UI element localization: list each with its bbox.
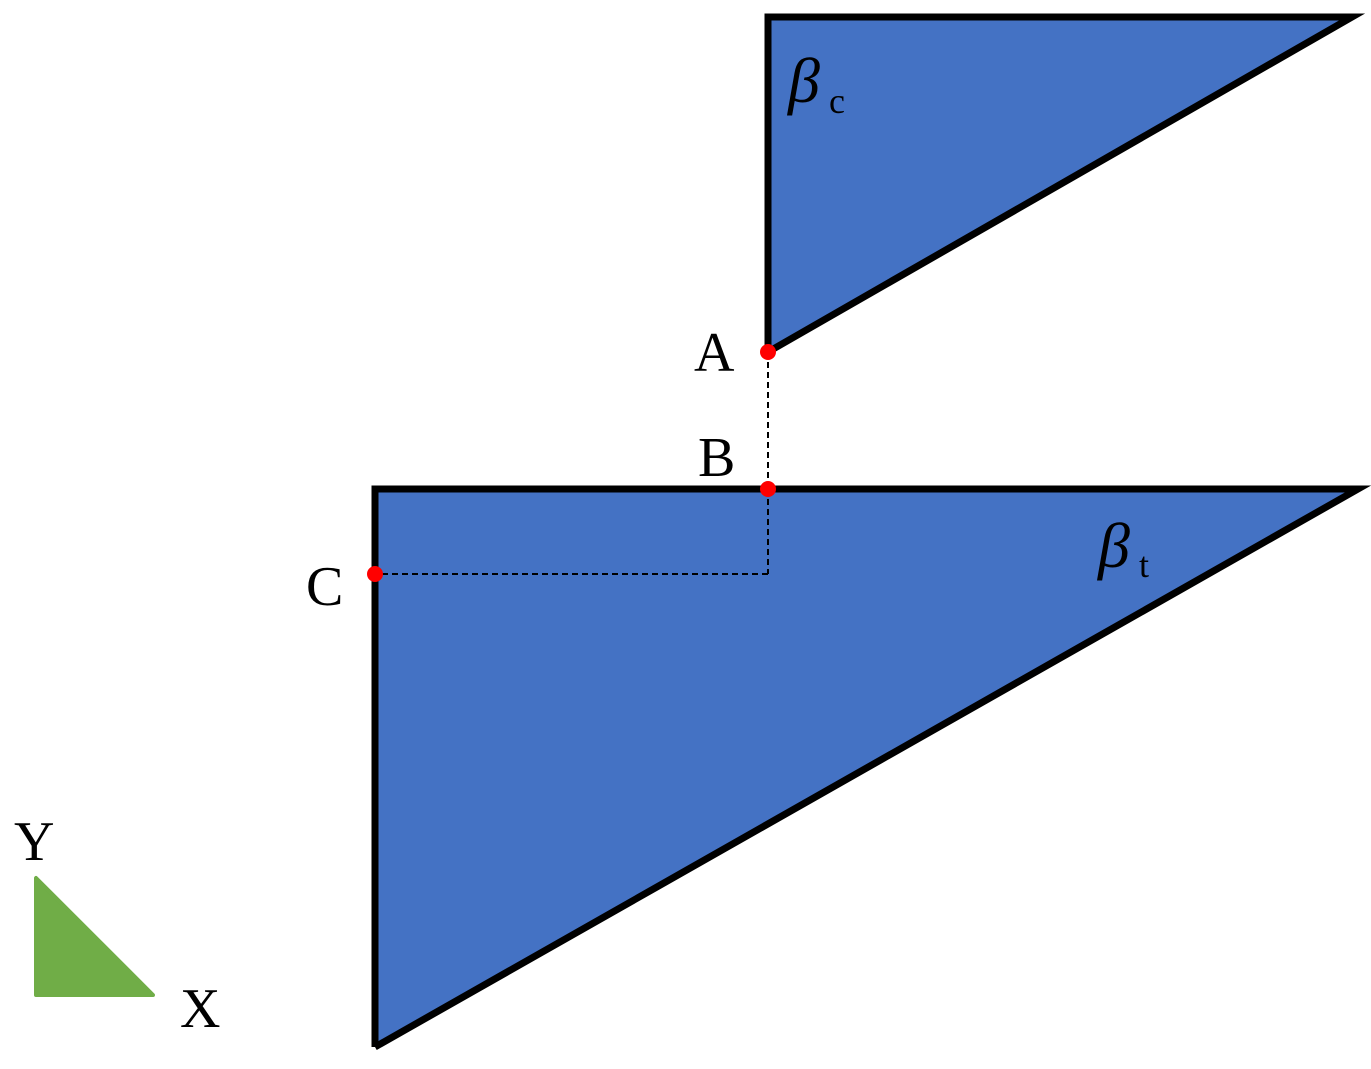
beta-t-subscript: t (1139, 545, 1149, 585)
triangle-beta-t-outline (371, 485, 1371, 1051)
beta-t-symbol: β (1096, 510, 1130, 581)
axis-triangle-icon (34, 876, 155, 997)
point-b-label: B (698, 427, 735, 489)
triangle-beta-c-outline (764, 13, 1366, 356)
point-a-marker (760, 344, 776, 360)
point-c-marker (367, 566, 383, 582)
point-b-marker (760, 481, 776, 497)
beta-c-subscript: c (829, 81, 845, 121)
axis-x-label: X (180, 978, 220, 1040)
axis-y-label: Y (14, 811, 54, 873)
beta-c-symbol: β (786, 45, 820, 116)
point-c-label: C (306, 556, 343, 618)
point-a-label: A (694, 322, 735, 384)
